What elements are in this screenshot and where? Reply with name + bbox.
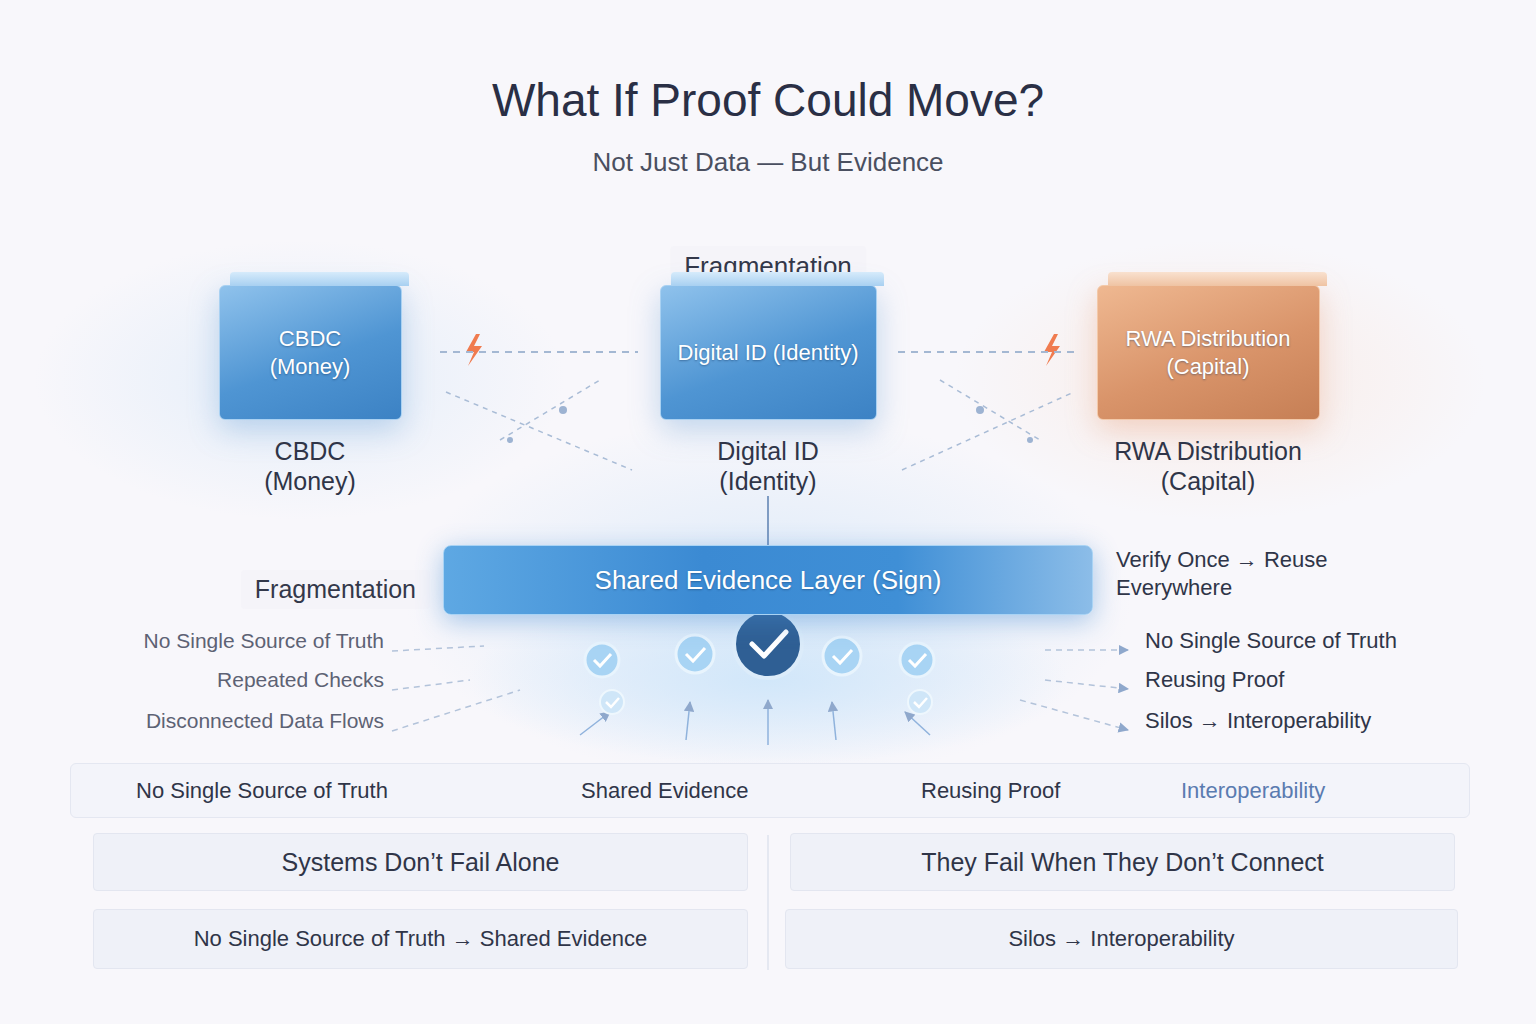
box-text: Silos → Interoperability — [1008, 926, 1234, 952]
lightning-icon — [1044, 334, 1060, 366]
box-text: Systems Don’t Fail Alone — [282, 848, 560, 877]
title: What If Proof Could Move? — [492, 72, 1044, 130]
connector — [767, 496, 769, 545]
cube-heading: RWA Distribution (Capital) — [1083, 436, 1333, 496]
flow-step: No Single Source of Truth — [136, 778, 388, 804]
message-box: No Single Source of Truth → Shared Evide… — [93, 909, 748, 969]
system-node: RWA Distribution (Capital) RWA Distributi… — [1078, 285, 1338, 496]
cube-text: RWA Distribution (Capital) — [1106, 325, 1311, 380]
text-label: Fragmentation — [241, 570, 430, 609]
text-label: Reusing Proof — [1145, 666, 1284, 694]
box-text: No Single Source of Truth → Shared Evide… — [194, 926, 648, 952]
check-badges — [585, 610, 934, 714]
text-label: Verify Once → Reuse Everywhere — [1116, 546, 1331, 601]
text-label: Disconnected Data Flows — [146, 708, 384, 734]
cube-shape: Digital ID (Identity) — [660, 285, 877, 420]
text-label: Repeated Checks — [217, 667, 384, 693]
cube-text: Digital ID (Identity) — [670, 339, 867, 367]
glow — [468, 595, 1068, 765]
text-label: No Single Source of Truth — [144, 628, 384, 654]
cube-top — [230, 272, 409, 286]
cube-top — [1108, 272, 1327, 286]
text-label: No Single Source of Truth — [1145, 627, 1397, 655]
band-text: Shared Evidence Layer (Sign) — [595, 565, 942, 596]
connector — [440, 351, 638, 353]
cube-shape: RWA Distribution (Capital) — [1097, 285, 1320, 420]
system-node: CBDC (Money) CBDC (Money) — [180, 285, 440, 496]
divider-line — [767, 835, 769, 970]
flow-step: Interoperability — [1181, 778, 1325, 804]
flow-row-panel: No Single Source of Truth Shared Evidence… — [70, 763, 1470, 818]
text-label: Not Just Data — But Evidence — [592, 146, 943, 179]
connector — [898, 351, 1078, 353]
flow-step: Shared Evidence — [581, 778, 749, 804]
evidence-layer-band: Shared Evidence Layer (Sign) — [443, 545, 1093, 615]
cube-heading: Digital ID (Identity) — [688, 436, 848, 496]
box-text: They Fail When They Don’t Connect — [921, 848, 1324, 877]
lightning-icon — [466, 334, 482, 366]
cube-heading: CBDC (Money) — [255, 436, 365, 496]
cube-text: CBDC (Money) — [228, 325, 393, 380]
cube-shape: CBDC (Money) — [219, 285, 402, 420]
flow-step: Reusing Proof — [921, 778, 1060, 804]
up-arrows — [580, 700, 930, 745]
text-label: Silos → Interoperability — [1145, 707, 1371, 735]
system-node: Digital ID (Identity) Digital ID (Identit… — [638, 285, 898, 496]
message-box: They Fail When They Don’t Connect — [790, 833, 1455, 891]
message-box: Silos → Interoperability — [785, 909, 1458, 969]
cube-top — [671, 272, 884, 286]
message-box: Systems Don’t Fail Alone — [93, 833, 748, 891]
